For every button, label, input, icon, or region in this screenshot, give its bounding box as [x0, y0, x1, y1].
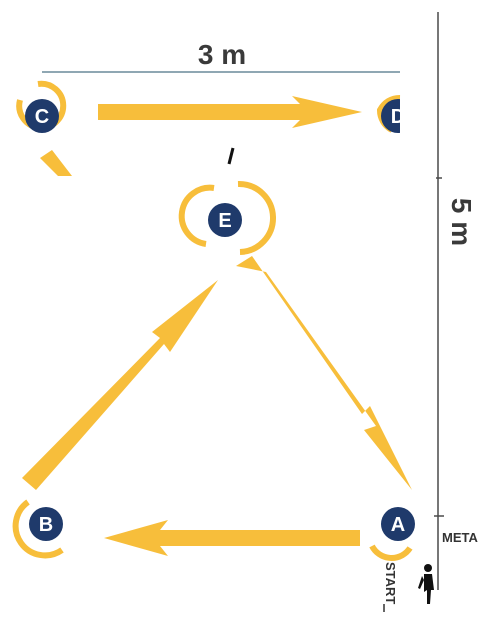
finish-label: META [442, 530, 478, 545]
node-b-label: B [39, 514, 53, 536]
node-c-label: C [35, 106, 49, 128]
arrow-e-to-a [236, 256, 412, 490]
height-label: 5 m [446, 198, 477, 246]
node-d: D [381, 99, 405, 133]
arrow-c-to-d [98, 96, 362, 128]
rotation-arc-e-left [178, 184, 215, 247]
runner-icon [418, 564, 434, 604]
rotation-arc-a [369, 544, 413, 561]
node-e-label: E [218, 210, 231, 232]
node-b: B [29, 507, 63, 541]
node-d-label: D [391, 106, 405, 128]
node-c: C [25, 99, 59, 133]
start-label: START [383, 562, 398, 604]
node-a: A [381, 507, 415, 541]
node-a-label: A [391, 514, 405, 536]
arrow-a-to-b [104, 520, 360, 556]
rotation-arc-e-right [237, 180, 276, 255]
arrow-c-partial [40, 150, 72, 176]
width-label: 3 m [198, 39, 246, 70]
rotation-arc-b [12, 499, 64, 559]
slash-mark [227, 147, 235, 165]
arrow-b-to-e [22, 280, 218, 490]
node-e: E [208, 203, 242, 237]
